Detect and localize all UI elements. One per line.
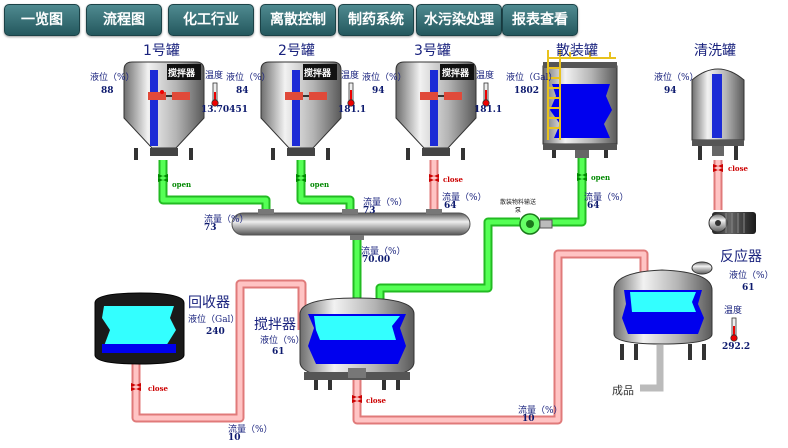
nav-discrete-control[interactable]: 离散控制 xyxy=(260,4,336,36)
tank3-valve-status: close xyxy=(443,175,463,184)
reactor-level-value: 61 xyxy=(742,283,755,293)
bulk-transfer-pump[interactable] xyxy=(519,213,553,235)
tank2-temp-value: 181.1 xyxy=(338,105,367,115)
manifold-flow-label: 流量（%） xyxy=(361,247,406,257)
manifold-header xyxy=(231,209,471,240)
wash-valve-status: close xyxy=(728,164,748,173)
recovery-flow-label: 流量（%） xyxy=(228,425,273,435)
nav-chemical[interactable]: 化工行业 xyxy=(168,4,254,36)
tank3-mixer-label: 搅拌器 xyxy=(442,69,470,79)
mixer-valve-status: close xyxy=(366,396,386,405)
tank-3[interactable] xyxy=(395,61,477,160)
tank1-valve-status: open xyxy=(172,180,192,189)
mixer-level-value: 61 xyxy=(272,347,285,357)
tank1-title: 1号罐 xyxy=(143,43,180,59)
reactor-temp-value: 292.2 xyxy=(722,342,751,352)
mixer-level-label: 液位（%） xyxy=(260,336,305,346)
tank1-temp-label: 温度 xyxy=(205,71,224,81)
tank1-mixer-label: 搅拌器 xyxy=(168,69,196,79)
tank2-mixer-label: 搅拌器 xyxy=(304,69,332,79)
mixer-vessel[interactable] xyxy=(299,297,415,390)
manifold-flow-value: 70.00 xyxy=(362,255,391,265)
recovery-valve-status: close xyxy=(148,384,168,393)
tank2-title: 2号罐 xyxy=(278,43,315,59)
bulk-valve-status: open xyxy=(591,173,611,182)
reactor-title: 反应器 xyxy=(720,249,762,265)
bulk-tank[interactable] xyxy=(542,50,618,158)
tank3-level-value: 94 xyxy=(372,86,385,96)
product-pipe xyxy=(640,345,664,392)
tank2-temp-label: 温度 xyxy=(341,71,360,81)
recovery-flow-value: 10 xyxy=(228,433,241,443)
tank3-level-label: 液位（%） xyxy=(362,73,407,83)
bulk-title: 散装罐 xyxy=(556,43,598,59)
reactor-level-label: 液位（%） xyxy=(729,271,774,281)
nav-pharma[interactable]: 制药系统 xyxy=(338,4,414,36)
recovery-tank[interactable] xyxy=(94,292,185,365)
recovery-title: 回收器 xyxy=(188,295,230,311)
wash-level-label: 液位（%） xyxy=(654,73,699,83)
bulk-level-value: 1802 xyxy=(514,86,540,96)
wash-title: 清洗罐 xyxy=(694,43,736,59)
nav-overview[interactable]: 一览图 xyxy=(4,4,80,36)
mixer-flow-value: 10 xyxy=(522,414,535,424)
bulk-flow-value: 64 xyxy=(587,201,600,211)
tank3-title: 3号罐 xyxy=(414,43,451,59)
bulk-flow-label: 流量（%） xyxy=(584,193,629,203)
tank1-level-value: 88 xyxy=(101,86,114,96)
tank2-level-label: 液位（%） xyxy=(226,73,271,83)
reactor-temp-label: 温度 xyxy=(724,306,743,316)
reactor-vessel[interactable] xyxy=(613,261,713,360)
tank2-level-value: 84 xyxy=(236,86,249,96)
tank1-flow-label: 流量（%） xyxy=(204,215,249,225)
tank3-flow-value: 64 xyxy=(444,201,457,211)
product-label: 成品 xyxy=(612,384,634,397)
tank2-flow-label: 流量（%） xyxy=(363,198,408,208)
tank1-level-label: 液位（%） xyxy=(90,73,135,83)
wash-level-value: 94 xyxy=(664,86,677,96)
tank2-flow-value: 73 xyxy=(363,206,376,216)
nav-water-treatment[interactable]: 水污染处理 xyxy=(416,4,502,36)
recovery-level-value: 240 xyxy=(206,327,225,337)
tank-2[interactable] xyxy=(260,61,342,160)
wash-tank[interactable] xyxy=(691,68,745,160)
tank2-valve-status: open xyxy=(310,180,330,189)
bulk-level-label: 液位（Gal） xyxy=(506,73,558,83)
wash-pump[interactable] xyxy=(708,212,756,234)
tank1-temp-value: 13.70451 xyxy=(201,105,248,115)
mixer-title: 搅拌器 xyxy=(254,317,296,333)
valve-icon[interactable] xyxy=(131,164,723,403)
bulk-pump-label: 散装物料输送泵 xyxy=(499,199,536,214)
tank3-flow-label: 流量（%） xyxy=(442,193,487,203)
thermometer-icon xyxy=(211,82,738,342)
mixer-flow-label: 流量（%） xyxy=(518,406,563,416)
tank3-temp-value: 181.1 xyxy=(474,105,503,115)
red-pipes-hi xyxy=(133,160,721,423)
tank-1[interactable] xyxy=(123,61,205,160)
tank1-flow-value: 73 xyxy=(204,223,217,233)
tank3-temp-label: 温度 xyxy=(476,71,495,81)
nav-reports[interactable]: 报表查看 xyxy=(502,4,578,36)
recovery-level-label: 液位（Gal） xyxy=(188,315,240,325)
nav-flowchart[interactable]: 流程图 xyxy=(86,4,162,36)
